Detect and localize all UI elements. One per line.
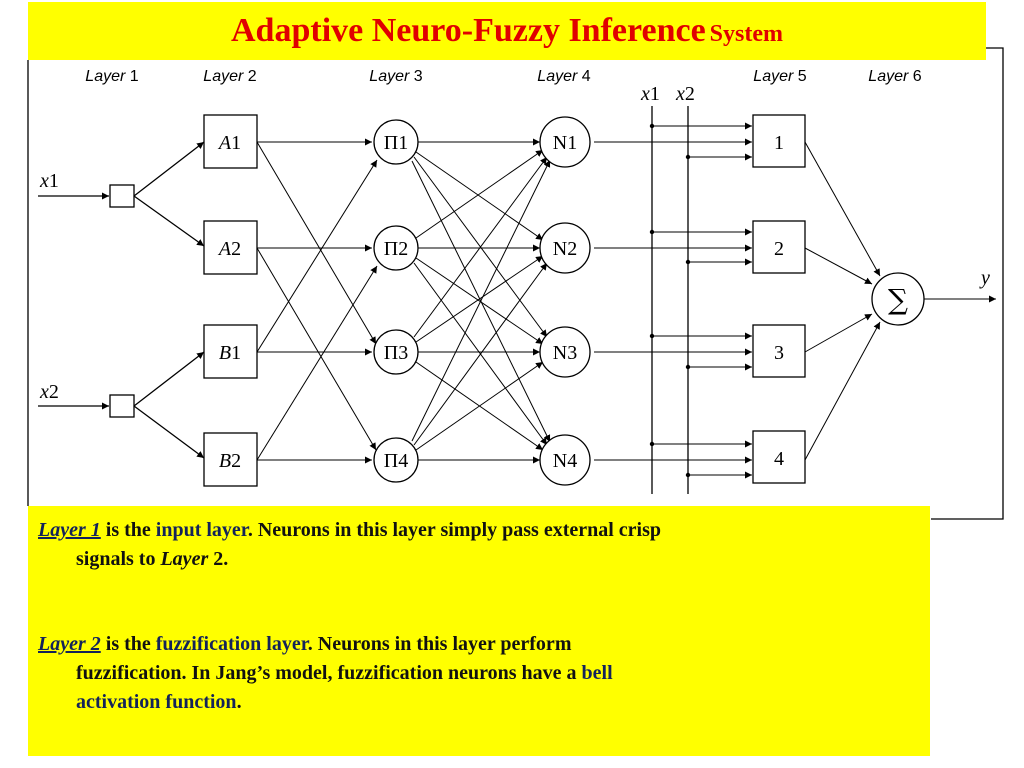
fuzz-neuron-b2 [203,432,258,487]
input-label-x1: x1 [39,170,59,192]
layer-2-link[interactable]: Layer 2 [38,633,101,655]
layer-header-5: Layer 5 [753,68,806,85]
term-input-layer: input layer [155,519,248,541]
rule-neuron-4 [373,437,419,483]
para2-text: fuzzification. In Jang’s model, fuzzific… [76,662,582,684]
para1-text: 2. [208,548,229,570]
term-bell: bell [581,662,613,684]
para2-text: . [236,691,242,713]
term-activation-function: activation function [76,691,237,713]
edge-in2-b2 [133,405,205,459]
bus-junction [649,229,655,235]
output-label-y: y [979,267,990,289]
defuzz-label-3: 3 [774,342,784,364]
slide-title: Adaptive Neuro-Fuzzy Inference System [28,12,986,50]
bus-junction [685,259,691,265]
layer-header-6: Layer 6 [868,68,921,85]
edge-d1-sum [804,141,881,277]
norm-neuron-4 [539,434,591,486]
summation-neuron [871,272,925,326]
bus-junction [649,441,655,447]
norm-label-2: N2 [553,238,577,260]
para2-text: is the [100,633,156,655]
edge-b2-p2 [256,265,378,461]
title-suffix: System [709,21,783,47]
edge-in1-a2 [133,195,205,247]
fuzz-label-b1: B1 [219,342,241,364]
bus-junction [685,472,691,478]
defuzz-neuron-3 [752,324,806,378]
frame-border [931,47,1004,520]
bus-junction [649,333,655,339]
norm-label-1: N1 [553,132,577,154]
title-banner: Adaptive Neuro-Fuzzy Inference System [28,2,986,60]
bus-junction [685,154,691,160]
fuzz-label-a2: A2 [217,238,241,260]
norm-neuron-1 [539,116,591,168]
edge-d4-sum [804,321,881,461]
edge-a2-p4 [256,247,377,451]
description-panel: Layer 1 is the input layer. Neurons in t… [28,506,930,756]
input-label-x2: x2 [39,381,59,403]
input-neuron-2 [109,394,135,418]
edge-p3-n2 [415,255,544,343]
term-fuzzification-layer: fuzzification layer [155,633,308,655]
rule-label-3: Π3 [384,342,408,364]
edge-p1-n2 [415,151,544,241]
para1-text: . Neurons in this layer simply pass exte… [247,519,662,541]
norm-neuron-2 [539,222,591,274]
edge-b1-p1 [256,159,378,353]
para1-layer-ref: Layer [160,548,209,570]
edge-p3-n1 [413,156,548,338]
rule-neuron-3 [373,329,419,375]
paragraph-layer-1: Layer 1 is the input layer. Neurons in t… [38,516,918,574]
edge-p4-n2 [413,262,548,446]
layer-header-4: Layer 4 [537,68,590,85]
paragraph-layer-2: Layer 2 is the fuzzification layer. Neur… [38,630,918,717]
defuzz-neuron-2 [752,220,806,274]
para1-text: signals to [76,548,161,570]
rule-neuron-1 [373,119,419,165]
norm-label-4: N4 [553,450,577,472]
summation-symbol: ∑ [888,283,908,316]
defuzz-label-4: 4 [774,448,784,470]
defuzz-neuron-1 [752,114,806,168]
defuzz-label-2: 2 [774,238,784,260]
fuzz-neuron-b1 [203,324,258,379]
edge-a1-p3 [256,141,377,345]
bus-label-x1: x1 [640,83,660,105]
fuzz-neuron-a1 [203,114,258,169]
defuzz-neuron-4 [752,430,806,484]
title-main: Adaptive Neuro-Fuzzy Inference [231,12,706,49]
norm-neuron-3 [539,326,591,378]
layer-header-3: Layer 3 [369,68,422,85]
edge-p2-n3 [415,257,544,345]
rule-label-1: Π1 [384,132,408,154]
edge-in2-b1 [133,351,205,407]
rule-label-4: Π4 [384,450,408,472]
bus-junction [685,364,691,370]
bus-junction [649,123,655,129]
rule-label-2: Π2 [384,238,408,260]
edge-p4-n3 [415,361,544,451]
fuzz-neuron-a2 [203,220,258,275]
rule-neuron-2 [373,225,419,271]
para2-text: . Neurons in this layer perform [307,633,572,655]
layer-header-2: Layer 2 [203,68,256,85]
layer-header-1: Layer 1 [85,68,138,85]
fuzz-label-b2: B2 [219,450,241,472]
norm-label-3: N3 [553,342,577,364]
bus-label-x2: x2 [675,83,695,105]
edge-p2-n1 [415,149,544,239]
edge-p4-n1 [411,159,551,442]
edge-in1-a1 [133,141,205,197]
edge-d3-sum [804,313,873,353]
fuzz-label-a1: A1 [217,132,241,154]
edge-d2-sum [804,247,873,285]
defuzz-label-1: 1 [774,132,784,154]
layer-1-link[interactable]: Layer 1 [38,519,101,541]
para1-text: is the [100,519,156,541]
input-neuron-1 [109,184,135,208]
